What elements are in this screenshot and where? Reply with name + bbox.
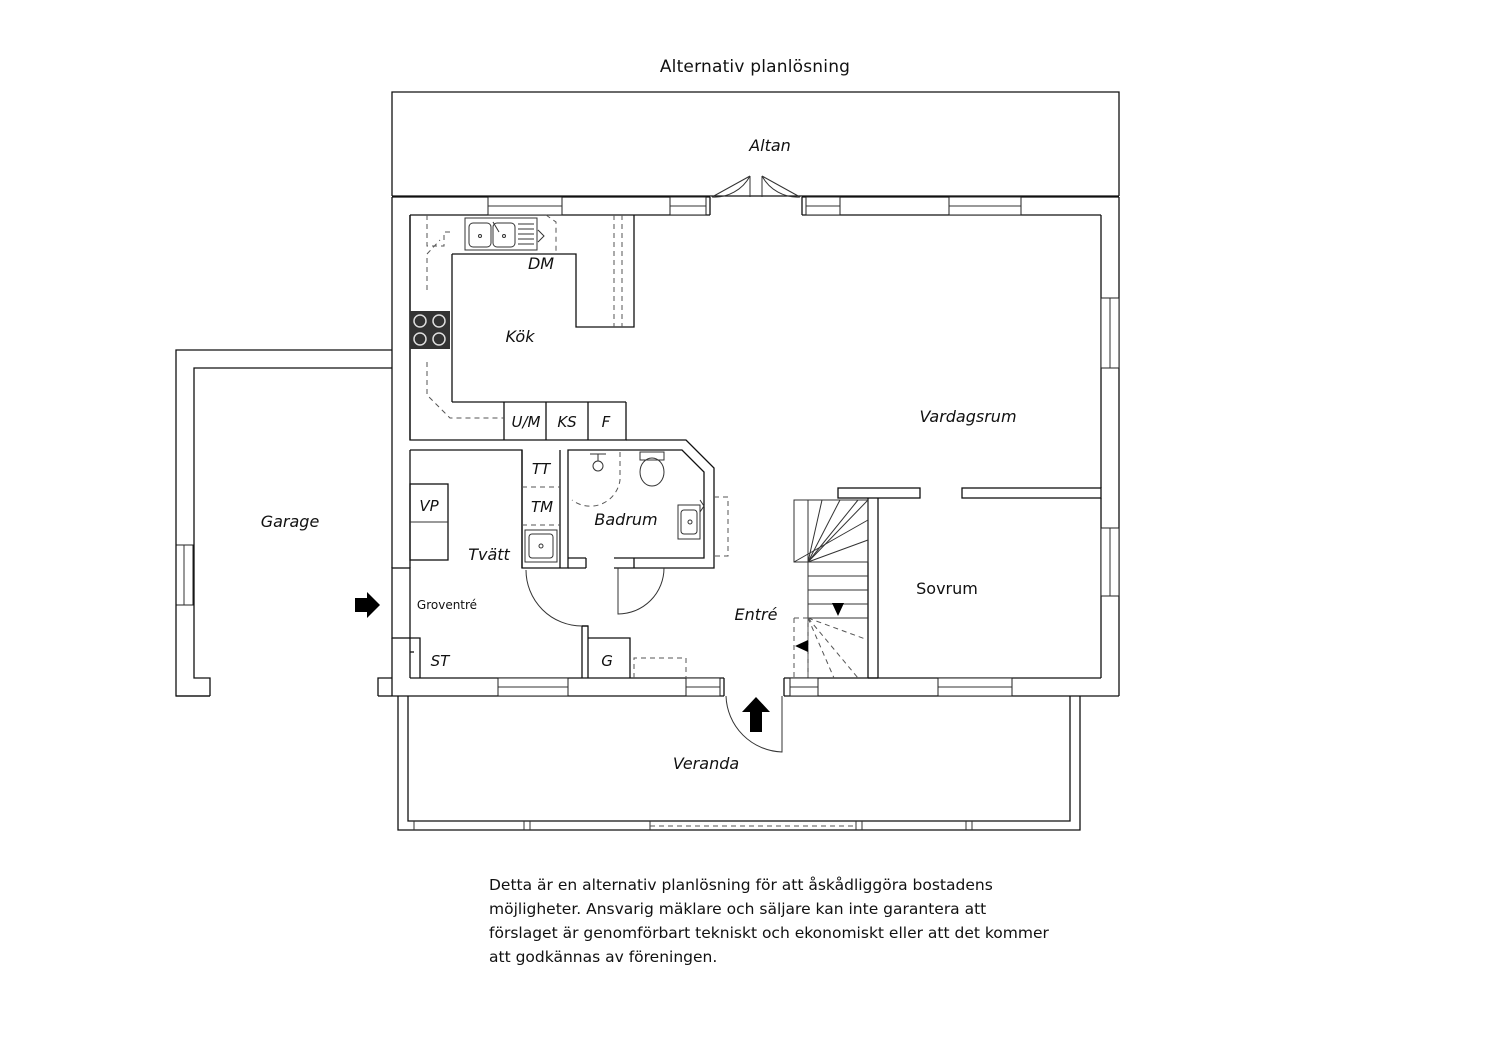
veranda-outline xyxy=(397,696,1081,831)
bathroom-fixtures xyxy=(571,451,729,557)
label-tvatt: Tvätt xyxy=(468,545,510,564)
garage-outline xyxy=(175,349,411,697)
front-door-swing xyxy=(725,695,783,753)
label-dm: DM xyxy=(528,254,554,273)
label-ks: KS xyxy=(557,413,577,431)
front-entry-arrow-icon xyxy=(742,697,770,732)
label-entre: Entré xyxy=(735,605,778,624)
label-vp: VP xyxy=(419,497,439,515)
label-vardagsrum: Vardagsrum xyxy=(919,407,1016,426)
dashed-storage xyxy=(633,657,687,678)
label-sovrum: Sovrum xyxy=(916,579,978,598)
altan-outline xyxy=(391,91,1120,197)
label-garage: Garage xyxy=(261,512,320,531)
staircase xyxy=(793,499,869,679)
label-g: G xyxy=(601,652,613,670)
laundry-door-swing xyxy=(525,569,583,627)
label-groventre: Groventré xyxy=(417,598,477,612)
label-tm: TM xyxy=(531,498,553,516)
label-veranda: Veranda xyxy=(673,754,739,773)
windows xyxy=(175,196,1120,697)
interior-walls xyxy=(409,439,715,678)
label-f: F xyxy=(602,413,611,431)
altan-door xyxy=(711,175,801,198)
label-kok: Kök xyxy=(506,327,536,346)
garage-entry-arrow-icon xyxy=(355,592,380,618)
kitchen-counter xyxy=(409,214,635,441)
label-um: U/M xyxy=(512,413,541,431)
label-tt: TT xyxy=(532,460,552,478)
bathroom-door-swing xyxy=(617,567,665,615)
disclaimer-text: Detta är en alternativ planlösning för a… xyxy=(489,876,1049,966)
label-st: ST xyxy=(431,652,452,670)
label-altan: Altan xyxy=(748,136,791,155)
label-badrum: Badrum xyxy=(594,510,657,529)
page-title: Alternativ planlösning xyxy=(659,57,851,77)
